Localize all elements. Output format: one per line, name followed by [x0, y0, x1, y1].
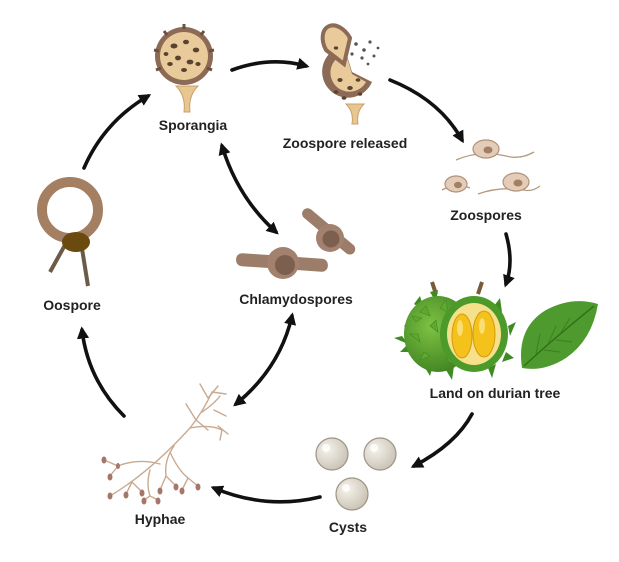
- arrow-durian-to-cysts: [410, 412, 474, 468]
- label-zoospore-released: Zoospore released: [282, 135, 408, 151]
- arrow-sporangia-chlamydospores: [218, 142, 279, 235]
- cycle-arrows: [76, 57, 515, 504]
- label-hyphae: Hyphae: [134, 511, 186, 527]
- arrow-chlamydospores-hyphae: [233, 312, 297, 407]
- hyphae-icon: [103, 383, 229, 501]
- bursting-sporangium-icon: [320, 23, 380, 125]
- hyphae-tips: [101, 456, 201, 505]
- arrow-cysts-to-hyphae: [210, 485, 322, 504]
- label-sporangia: Sporangia: [158, 117, 228, 133]
- arrow-oospore-to-sporangia: [82, 94, 152, 170]
- chlamydospore-icon: [236, 208, 356, 279]
- oospore-icon: [37, 177, 103, 287]
- durian-fruit-icon: [394, 281, 516, 380]
- label-oospore: Oospore: [43, 297, 101, 313]
- label-land-on-durian-tree: Land on durian tree: [429, 385, 561, 401]
- arrow-hyphae-to-oospore: [76, 326, 126, 418]
- arrow-sporangia-to-release: [230, 57, 310, 72]
- label-chlamydospores: Chlamydospores: [239, 291, 353, 307]
- label-zoospores: Zoospores: [450, 207, 522, 223]
- leaf-icon: [521, 301, 598, 369]
- cyst-icon: [315, 437, 397, 511]
- label-cysts: Cysts: [328, 519, 368, 535]
- sporangium-icon: [153, 24, 215, 113]
- arrow-release-to-zoospores: [388, 78, 464, 144]
- arrow-zoospores-to-durian: [503, 232, 515, 288]
- zoospore-cells: [444, 139, 530, 193]
